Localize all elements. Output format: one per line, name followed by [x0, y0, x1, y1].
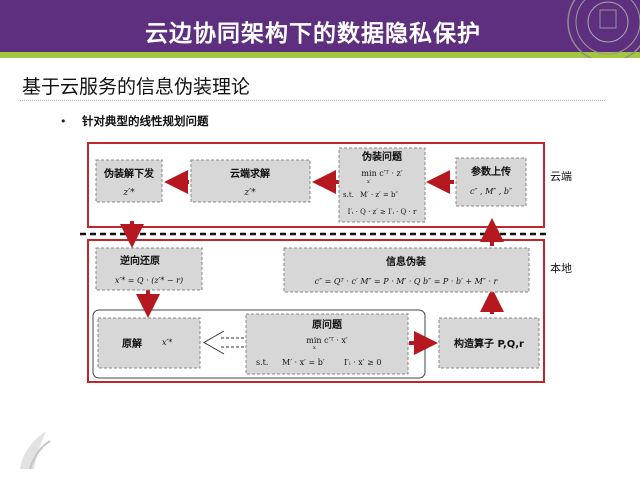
- header-accent-bar: [0, 52, 640, 58]
- university-seal-icon: [540, 0, 640, 58]
- inverse-restore-box: 逆向还原 x′* = Q · (z′* − r): [95, 247, 203, 291]
- info-disguise-box: 信息伪装 c″ = Qᵀ · c′ M″ = P · M′ · Q b″ = P…: [283, 247, 530, 293]
- svg-text:构造算子 P,Q,r: 构造算子 P,Q,r: [454, 337, 524, 350]
- svg-text:M′ · x′ = b′: M′ · x′ = b′: [282, 358, 325, 367]
- svg-text:I′ᵢ · Q · z′ ≥ I′ᵢ · Q · r: I′ᵢ · Q · z′ ≥ I′ᵢ · Q · r: [348, 208, 417, 216]
- disguised-problem-box: 伪装问题 min c′ᵀ · z′ x′ s.t. M′ · z′ = b″ I…: [338, 147, 426, 223]
- svg-text:I′ᵢ · x′ ≥ 0: I′ᵢ · x′ ≥ 0: [344, 358, 381, 367]
- svg-text:c″ , M″ , b″: c″ , M″ , b″: [470, 187, 512, 196]
- svg-text:参数上传: 参数上传: [471, 165, 511, 178]
- original-solution-box: 原解 x′*: [97, 317, 201, 369]
- svg-text:min c′ᵀ · x′: min c′ᵀ · x′: [306, 336, 348, 345]
- local-label: 本地: [550, 261, 572, 275]
- construct-operator-box: 构造算子 P,Q,r: [438, 317, 540, 369]
- svg-text:x′: x′: [367, 179, 372, 185]
- svg-text:s.t.: s.t.: [256, 358, 268, 367]
- svg-text:c″ = Qᵀ · c′ M″ = P · M′ · Q: c″ = Qᵀ · c′ M″ = P · M′ · Q b″ = P · b′…: [315, 277, 499, 286]
- linear-programming-disguise-diagram: 云端 本地 伪装解下发 z′* 云端求解 z′* 伪装问题 min c′ᵀ · …: [80, 142, 572, 383]
- divider: [20, 100, 605, 101]
- svg-text:z′*: z′*: [122, 188, 135, 198]
- svg-text:min c′ᵀ · z′: min c′ᵀ · z′: [361, 169, 402, 178]
- svg-text:信息伪装: 信息伪装: [386, 255, 426, 268]
- svg-text:原解: 原解: [122, 337, 142, 350]
- svg-text:云端求解: 云端求解: [230, 167, 270, 180]
- cloud-region-frame: [87, 142, 545, 228]
- bullet-text: 针对典型的线性规划问题: [82, 114, 209, 128]
- local-region-frame: [87, 239, 545, 383]
- disguise-down-box: 伪装解下发 z′*: [95, 159, 163, 203]
- svg-text:逆向还原: 逆向还原: [120, 254, 160, 267]
- slide-subtitle: 基于云服务的信息伪装理论: [22, 76, 251, 98]
- svg-text:x: x: [313, 345, 316, 351]
- original-problem-box: 原问题 min c′ᵀ · x′ x s.t. M′ · x′ = b′ I′ᵢ…: [245, 313, 409, 375]
- svg-text:s.t.: s.t.: [343, 191, 354, 199]
- logo-icon: [20, 431, 51, 470]
- cloud-label: 云端: [550, 170, 572, 183]
- arrow-problem-to-solution: [202, 330, 244, 355]
- svg-text:伪装问题: 伪装问题: [361, 150, 403, 163]
- param-upload-box: 参数上传 c″ , M″ , b″: [455, 157, 527, 207]
- svg-text:M′ · z′ = b″: M′ · z′ = b″: [360, 191, 399, 199]
- svg-text:原问题: 原问题: [312, 318, 343, 331]
- svg-text:伪装解下发: 伪装解下发: [103, 167, 155, 180]
- slide-header: [0, 0, 640, 58]
- svg-text:z′*: z′*: [243, 188, 256, 198]
- bullet-mark: •: [60, 115, 67, 128]
- cloud-solve-box: 云端求解 z′*: [190, 159, 311, 203]
- svg-text:x′* = Q · (z′* − r): x′* = Q · (z′* − r): [115, 276, 183, 285]
- slide-title: 云边协同架构下的数据隐私保护: [145, 21, 481, 47]
- svg-text:x′*: x′*: [162, 338, 172, 347]
